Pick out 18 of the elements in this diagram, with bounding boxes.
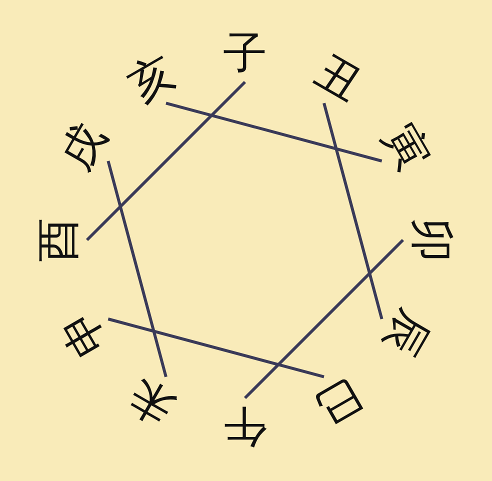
branch-character: 辰 xyxy=(372,298,440,368)
connecting-line xyxy=(322,102,384,320)
branch-character: 申 xyxy=(50,298,118,368)
branch-character: 寅 xyxy=(372,112,440,182)
branch-character: 午 xyxy=(220,401,270,451)
connecting-line xyxy=(106,160,168,378)
branch-character: 戌 xyxy=(50,112,118,182)
branch-character: 子 xyxy=(220,29,270,79)
branch-character: 亥 xyxy=(118,44,186,114)
connecting-line xyxy=(166,102,382,162)
connecting-line xyxy=(86,80,246,242)
branch-character: 卯 xyxy=(406,215,456,265)
connecting-line xyxy=(108,318,324,378)
branch-character: 巳 xyxy=(304,366,372,436)
branch-character: 未 xyxy=(118,366,186,436)
connecting-line xyxy=(244,238,404,400)
branch-character: 丑 xyxy=(304,44,372,114)
branch-character: 酉 xyxy=(34,215,84,265)
